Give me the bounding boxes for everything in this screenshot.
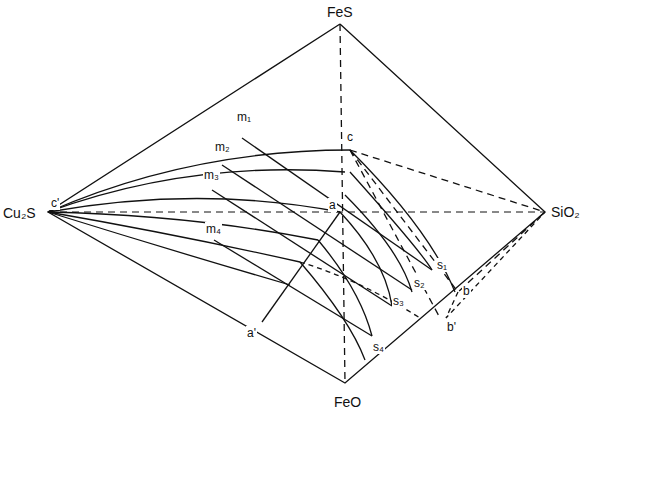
vertex-label: SiO₂ xyxy=(550,204,581,220)
point-label: s₃ xyxy=(392,294,405,308)
vertex-label: Cu₂S xyxy=(2,205,37,221)
vertex-label: FeS xyxy=(326,4,354,20)
point-label: a xyxy=(328,198,337,212)
point-label: m₂ xyxy=(214,140,231,154)
point-label: s₄ xyxy=(372,340,385,354)
point-label: m₁ xyxy=(236,110,252,124)
point-label: b xyxy=(462,284,471,298)
point-label: m₃ xyxy=(203,168,220,182)
point-label: a' xyxy=(246,326,257,340)
point-label: c' xyxy=(50,196,60,210)
point-label: s₁ xyxy=(436,258,448,272)
point-label: m₄ xyxy=(205,222,222,236)
point-label: c xyxy=(346,130,354,144)
point-label: b' xyxy=(446,320,457,334)
point-label: s₂ xyxy=(413,276,426,290)
vertex-label: FeO xyxy=(333,394,362,410)
